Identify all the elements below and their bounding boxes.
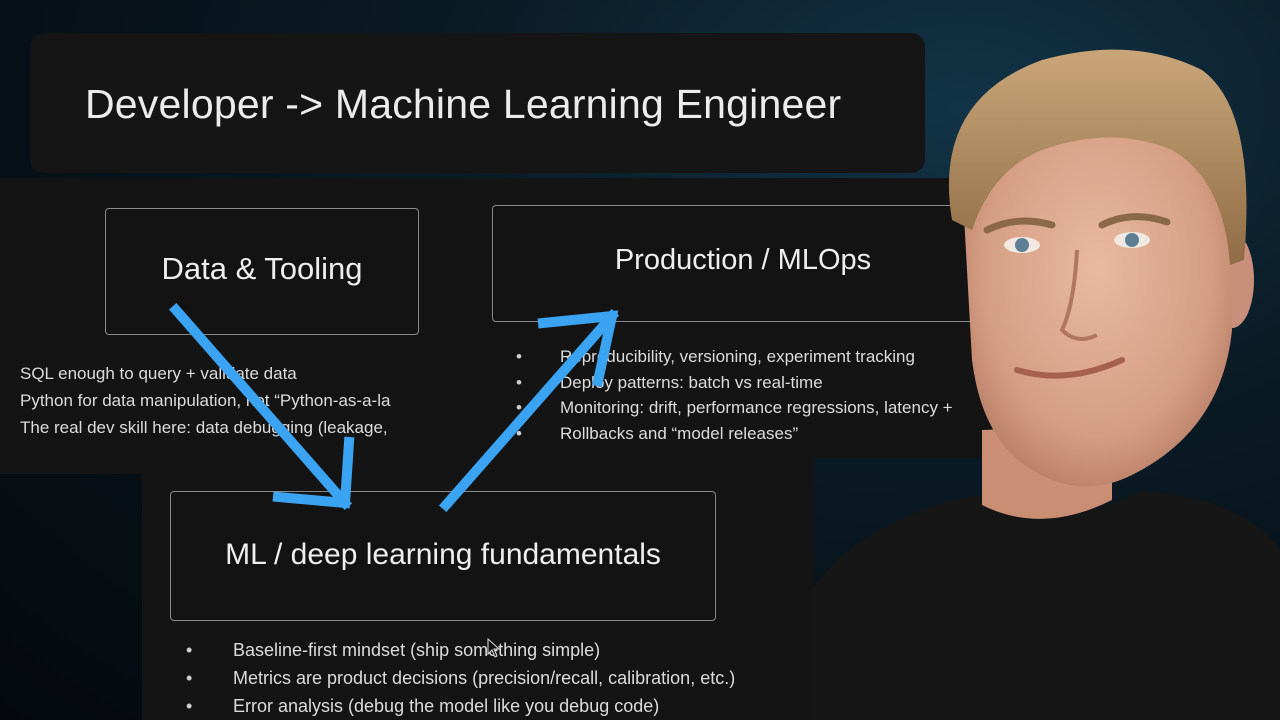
list-item: •Error analysis (debug the model like yo… bbox=[186, 692, 826, 720]
bullet-dot: • bbox=[186, 696, 193, 716]
list-item: Python for data manipulation, not “Pytho… bbox=[20, 391, 391, 410]
list-item: •Metrics are product decisions (precisio… bbox=[186, 664, 826, 692]
ml-fundamentals-label: ML / deep learning fundamentals bbox=[225, 538, 661, 571]
bullet-dot: • bbox=[516, 372, 522, 392]
presenter-photo bbox=[812, 49, 1280, 720]
list-item: The real dev skill here: data debugging … bbox=[20, 418, 388, 437]
bullet-dot: • bbox=[186, 640, 193, 660]
bullet-dot: • bbox=[186, 668, 193, 688]
production-mlops-label: Production / MLOps bbox=[614, 244, 872, 276]
data-tooling-panel: Data & Tooling SQL enough to query + val… bbox=[0, 178, 492, 474]
bullet-dot: • bbox=[516, 398, 522, 417]
ml-fundamentals-box: ML / deep learning fundamentals bbox=[170, 491, 716, 621]
mouse-cursor-icon bbox=[487, 638, 501, 658]
data-tooling-box: Data & Tooling bbox=[105, 208, 419, 335]
bullet-dot: • bbox=[516, 423, 522, 443]
list-item: SQL enough to query + validate data bbox=[20, 364, 297, 383]
data-tooling-bullets: SQL enough to query + validate data Pyth… bbox=[20, 360, 445, 441]
production-mlops-box: Production / MLOps bbox=[492, 205, 994, 322]
data-tooling-label: Data & Tooling bbox=[161, 251, 363, 286]
bullet-dot: • bbox=[516, 347, 522, 366]
title-panel: Developer -> Machine Learning Engineer bbox=[30, 33, 925, 173]
page-title: Developer -> Machine Learning Engineer bbox=[85, 81, 842, 127]
ml-fundamentals-panel: ML / deep learning fundamentals •Baselin… bbox=[142, 458, 814, 720]
ml-fundamentals-bullets: •Baseline-first mindset (ship something … bbox=[186, 636, 826, 720]
list-item: •Baseline-first mindset (ship something … bbox=[186, 636, 826, 664]
